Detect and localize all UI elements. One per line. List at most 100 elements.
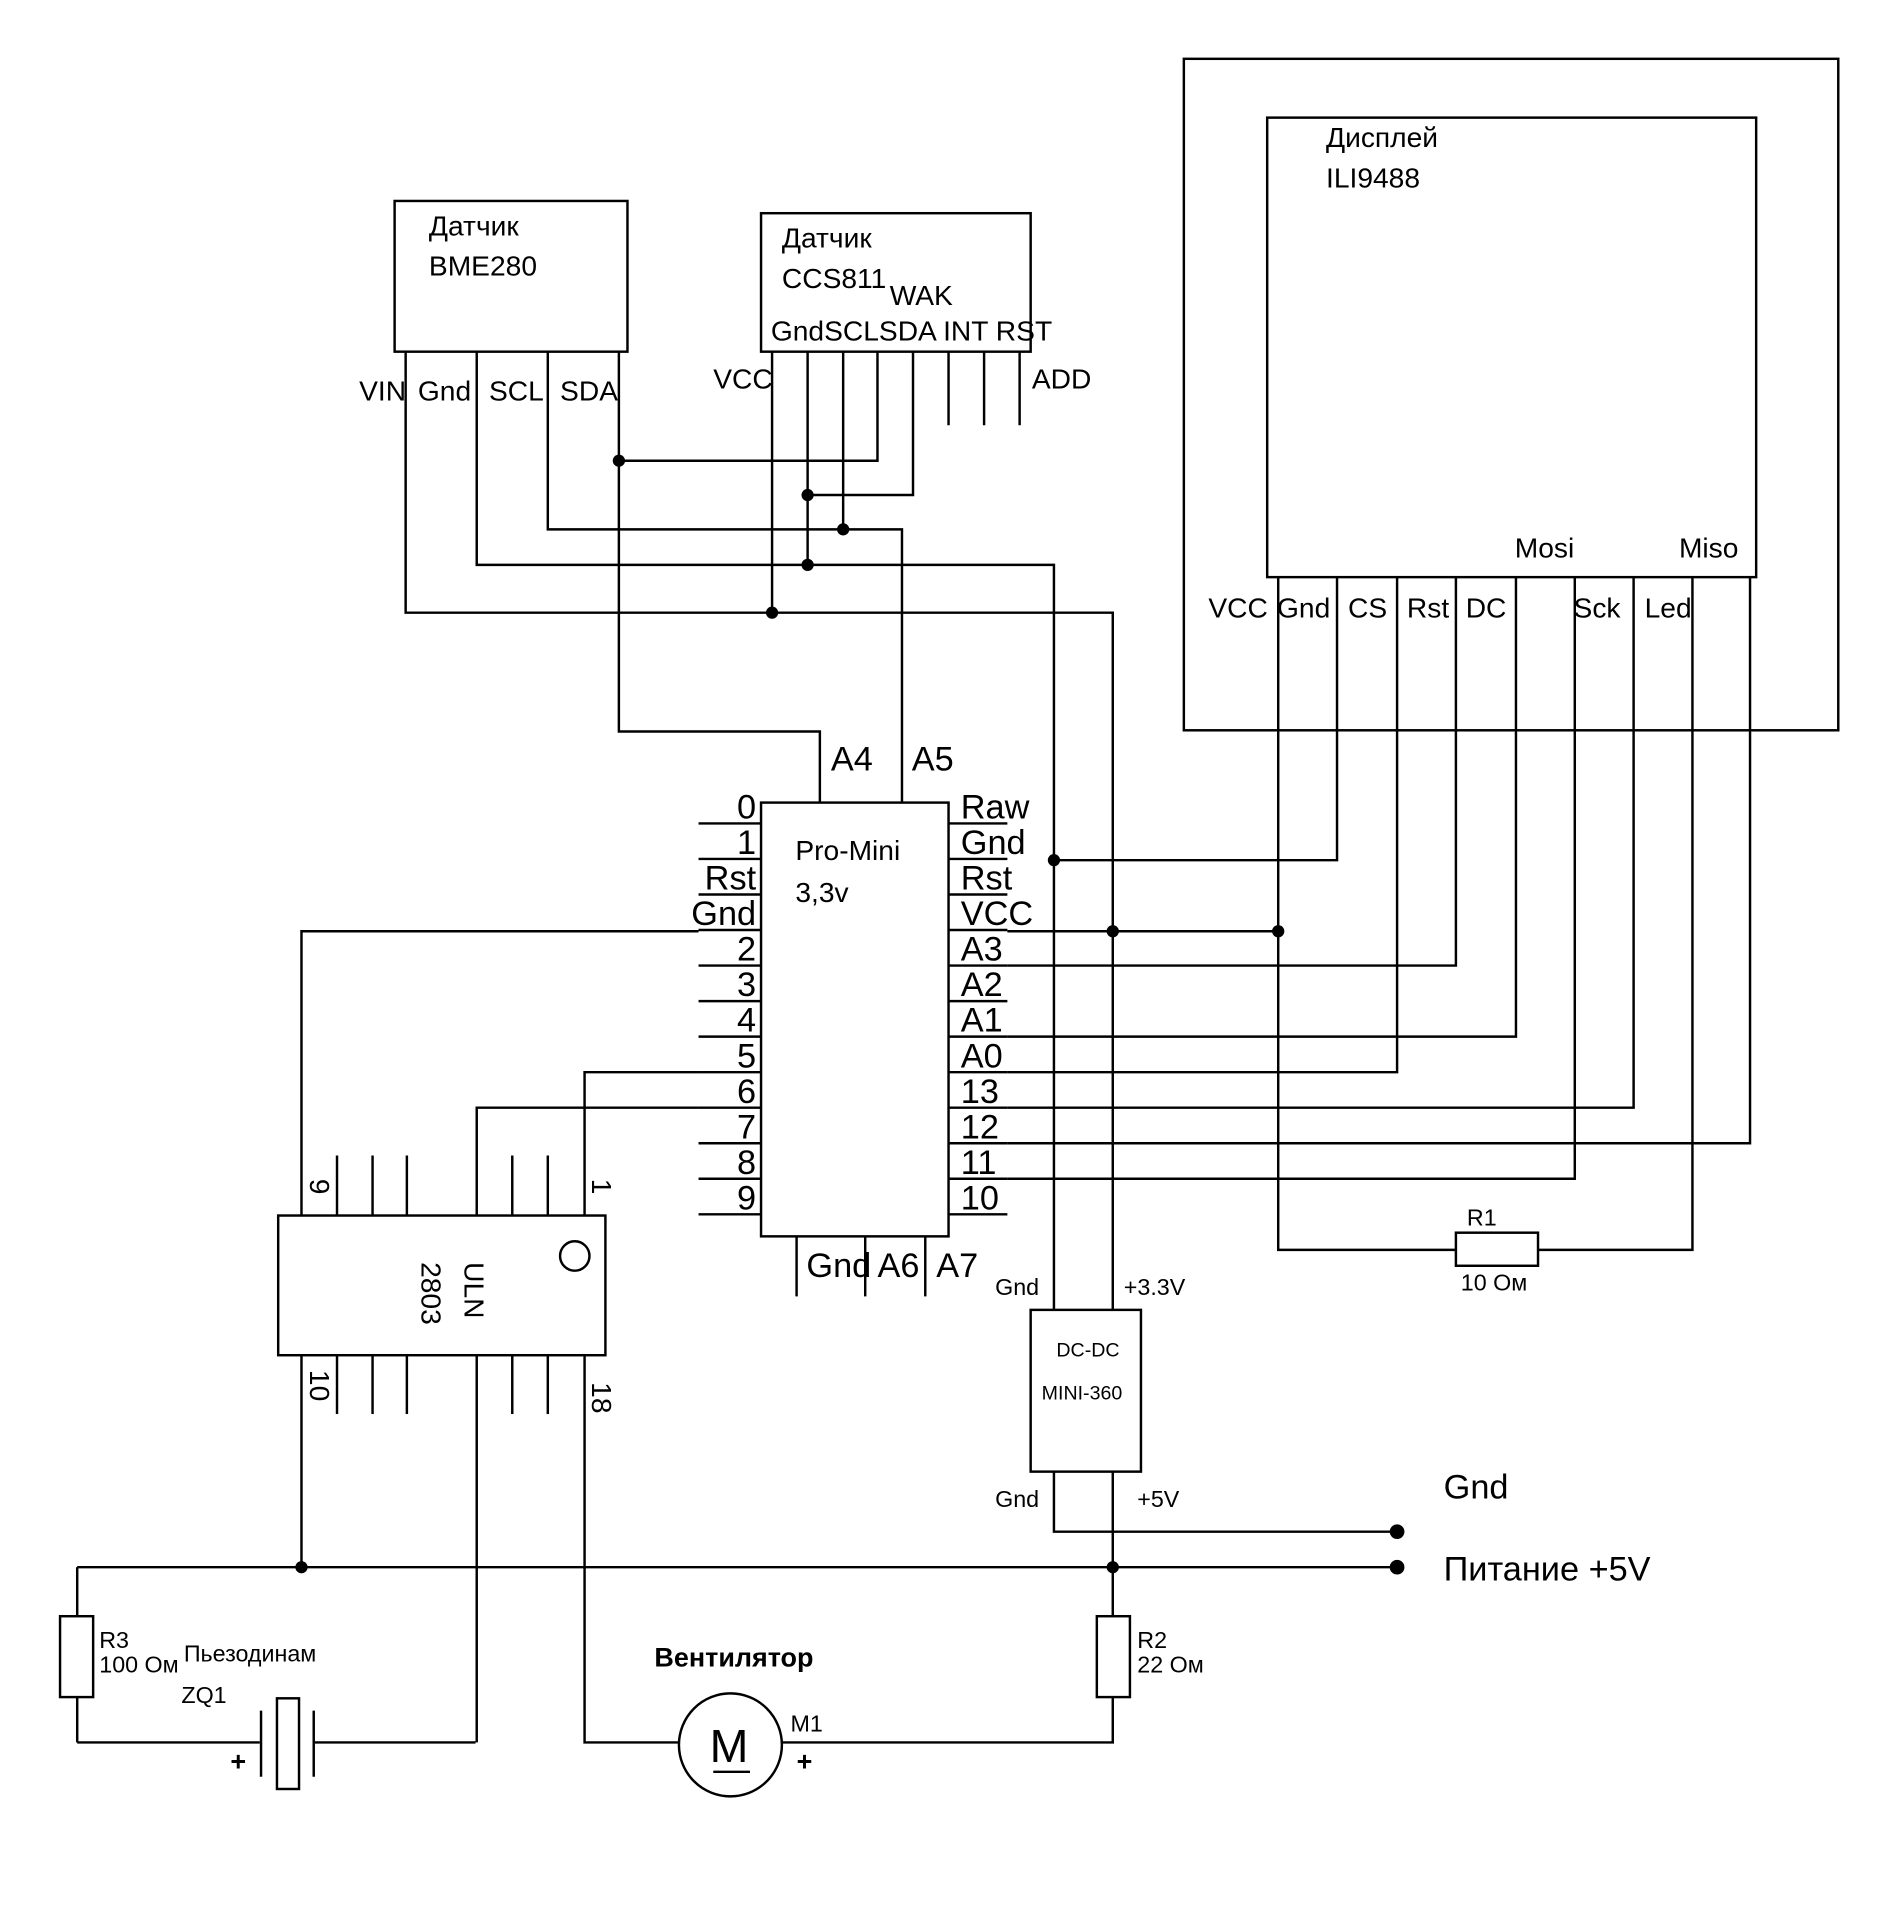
piezo-plus: + xyxy=(230,1747,246,1777)
resistor-r2: R2 22 Ом xyxy=(1095,1614,1204,1699)
junction-dot xyxy=(295,1561,308,1574)
fan-motor: Вентилятор M M1 + xyxy=(654,1642,823,1798)
piezo-crystal xyxy=(275,1697,301,1791)
motor-name: M1 xyxy=(790,1710,822,1736)
uln2803-model: 2803 xyxy=(416,1262,448,1325)
uln2803-key-mark xyxy=(558,1240,591,1272)
wire xyxy=(1276,577,1456,1252)
pro-mini-left-pin-label: 5 xyxy=(737,1037,756,1075)
fan-title: Вентилятор xyxy=(654,1642,813,1672)
junction-dot xyxy=(801,488,814,502)
pro-mini-left-pin-label: Rst xyxy=(705,860,757,898)
wire xyxy=(781,1697,1114,1744)
display-inner-frame xyxy=(1265,116,1758,579)
ccs811-pin-wak: WAK xyxy=(890,279,953,311)
dcdc-gnd-in: Gnd xyxy=(995,1274,1039,1300)
pro-mini-left-pin-label: 3 xyxy=(737,966,756,1004)
pro-mini-pin-gnd-bottom: Gnd xyxy=(806,1247,871,1285)
dcdc-body xyxy=(1029,1308,1143,1473)
r3-name: R3 xyxy=(99,1627,129,1653)
junction-dot xyxy=(1389,1524,1405,1540)
wire xyxy=(617,351,822,803)
ccs811-sensor: Датчик CCS811 WAK GndSCLSDA INT RST VCC … xyxy=(713,211,1091,394)
pro-mini-label: Pro-Mini xyxy=(795,834,900,866)
pro-mini-right-pin-label: A1 xyxy=(961,1002,1003,1040)
uln2803-pin-1: 1 xyxy=(586,1179,618,1195)
wire xyxy=(404,351,1114,1310)
junction-dot xyxy=(1272,925,1285,938)
bme280-label: Датчик xyxy=(429,209,519,241)
wire xyxy=(1007,577,1518,1038)
display-pin-vcc: VCC xyxy=(1208,592,1267,624)
junction-dot xyxy=(1106,1561,1119,1574)
pro-mini-right-pin-label: 10 xyxy=(961,1179,999,1217)
display-pin-sck: Sck xyxy=(1574,592,1622,624)
pro-mini-right-pin-label: Raw xyxy=(961,789,1030,827)
wire xyxy=(1053,577,1339,862)
wire xyxy=(300,930,699,1216)
wire xyxy=(1007,577,1399,1074)
display-module: Дисплей ILI9488 Mosi Miso VCC Gnd CS Rst… xyxy=(1182,57,1840,732)
pro-mini-right-pin-label: VCC xyxy=(961,895,1033,933)
resistor-r3: R3 100 Ом xyxy=(58,1614,179,1699)
junction-dot xyxy=(612,454,626,467)
wire xyxy=(475,351,1056,1310)
pro-mini-left-pin-label: 9 xyxy=(737,1179,756,1217)
ccs811-model: CCS811 xyxy=(782,262,886,294)
ccs811-pin-row: GndSCLSDA INT RST xyxy=(771,315,1052,347)
pro-mini-left-pin-label: 0 xyxy=(737,789,756,827)
display-pin-rst: Rst xyxy=(1407,592,1449,624)
junction-dot xyxy=(837,523,850,536)
r1-body xyxy=(1454,1231,1540,1267)
bme280-pin-scl: SCL xyxy=(489,375,544,407)
wire xyxy=(807,351,915,497)
uln2803-chip: ULN 2803 9 1 10 18 xyxy=(276,1179,618,1414)
wire xyxy=(1007,577,1752,1145)
display-miso-label: Miso xyxy=(1679,532,1738,564)
piezo-buzzer: Пьезодинам ZQ1 + xyxy=(77,1641,476,1791)
power-gnd-label: Gnd xyxy=(1444,1469,1509,1507)
dcdc-converter: DC-DC MINI-360 Gnd +3.3V Gnd +5V xyxy=(995,1274,1186,1512)
motor-symbol xyxy=(677,1692,784,1798)
bme280-pin-gnd: Gnd xyxy=(418,375,471,407)
dcdc-3v3-out: +3.3V xyxy=(1124,1274,1186,1300)
pro-mini-left-pin-label: Gnd xyxy=(691,895,756,933)
pro-mini-left-pin-label: 1 xyxy=(737,824,756,862)
r1-name: R1 xyxy=(1467,1204,1497,1230)
r2-value: 22 Ом xyxy=(1137,1652,1203,1678)
display-pin-gnd: Gnd xyxy=(1277,592,1330,624)
pro-mini-pin-a5: A5 xyxy=(912,741,954,779)
pro-mini-right-pin-label: A3 xyxy=(961,931,1003,969)
pro-mini-pin-a7: A7 xyxy=(936,1247,978,1285)
junction-dot xyxy=(1047,854,1061,867)
pro-mini-right-pin-label: Rst xyxy=(961,860,1013,898)
r2-body xyxy=(1095,1614,1132,1699)
pro-mini-left-pin-label: 4 xyxy=(737,1002,756,1040)
r3-body xyxy=(58,1614,95,1699)
pro-mini-right-pin-label: 13 xyxy=(961,1073,999,1111)
dcdc-5v-in: +5V xyxy=(1137,1486,1180,1512)
pro-mini-left-pin-label: 2 xyxy=(737,931,756,969)
junction-dot xyxy=(801,558,814,572)
wire xyxy=(546,351,904,803)
wire xyxy=(1007,577,1577,1180)
display-mosi-label: Mosi xyxy=(1515,532,1574,564)
ccs811-label: Датчик xyxy=(782,222,872,254)
dcdc-gnd-out: Gnd xyxy=(995,1486,1039,1512)
r3-value: 100 Ом xyxy=(99,1652,178,1678)
display-pin-dc: DC xyxy=(1466,592,1507,624)
uln2803-pin-9: 9 xyxy=(304,1179,336,1195)
ccs811-pin-add: ADD xyxy=(1032,362,1091,394)
display-pin-cs: CS xyxy=(1348,592,1387,624)
r2-name: R2 xyxy=(1137,1627,1167,1653)
wire xyxy=(583,1355,679,1744)
ccs811-body xyxy=(759,211,1032,353)
resistor-r1: R1 10 Ом xyxy=(1454,1204,1540,1295)
wire xyxy=(583,1070,699,1216)
wire xyxy=(1538,577,1694,1252)
wire xyxy=(1007,577,1458,967)
bme280-model: BME280 xyxy=(429,250,537,282)
piezo-name: ZQ1 xyxy=(181,1682,226,1708)
